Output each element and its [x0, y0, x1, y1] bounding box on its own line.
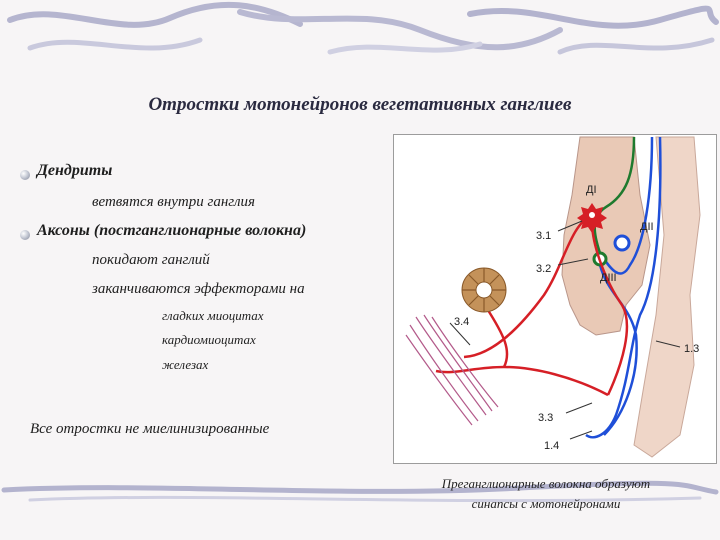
bullet-text: заканчиваются эффекторами на [92, 281, 305, 297]
bullet-icon [20, 170, 30, 180]
preganglionic-fiber [585, 136, 662, 439]
postganglionic-fiber [590, 214, 629, 396]
label-1-3: 1.3 [684, 343, 699, 355]
label-3-1: 3.1 [536, 230, 551, 242]
bullet-text: покидают ганглий [92, 252, 210, 268]
effector-item: железах [162, 357, 209, 372]
label-3-3: 3.3 [538, 412, 553, 424]
note-text: Все отростки не миелинизированные [30, 421, 270, 437]
postganglionic-fiber [484, 306, 509, 368]
bullet-icon [20, 230, 30, 240]
caption-line: Преганглионарные волокна образуют [441, 476, 651, 491]
decorative-top-border [7, 1, 719, 55]
label-d1: ДI [586, 184, 597, 196]
effector-item: кардиомиоцитах [162, 332, 256, 347]
slide-title: Отростки мотонейронов вегетативных гангл… [148, 94, 572, 115]
postganglionic-fiber [435, 365, 609, 397]
spinal-column [633, 136, 701, 458]
ganglion-diagram: ДI ДII ДIII 3.1 3.2 3.4 1.3 3.3 1.4 [393, 134, 717, 464]
preganglionic-fiber [598, 136, 654, 275]
label-3-2: 3.2 [536, 263, 551, 275]
cardiac-tissue [461, 267, 507, 313]
bullet-heading-axons: Аксоны (постганглионарные волокна) [37, 222, 307, 239]
green-fiber [593, 136, 636, 254]
ganglion-body [561, 136, 651, 336]
neuron-d2 [613, 234, 631, 252]
postganglionic-fiber [463, 213, 593, 359]
label-3-4: 3.4 [454, 316, 469, 328]
caption-line: синапсы с мотонейронами [471, 496, 621, 511]
bullet-text: ветвятся внутри ганглия [92, 194, 255, 210]
label-d3: ДIII [600, 272, 617, 284]
smooth-muscle [405, 314, 499, 426]
label-1-4: 1.4 [544, 440, 559, 452]
effector-item: гладких миоцитах [162, 308, 264, 323]
label-d2: ДII [640, 221, 654, 233]
bullet-heading-dendrites: Дендриты [37, 162, 113, 179]
